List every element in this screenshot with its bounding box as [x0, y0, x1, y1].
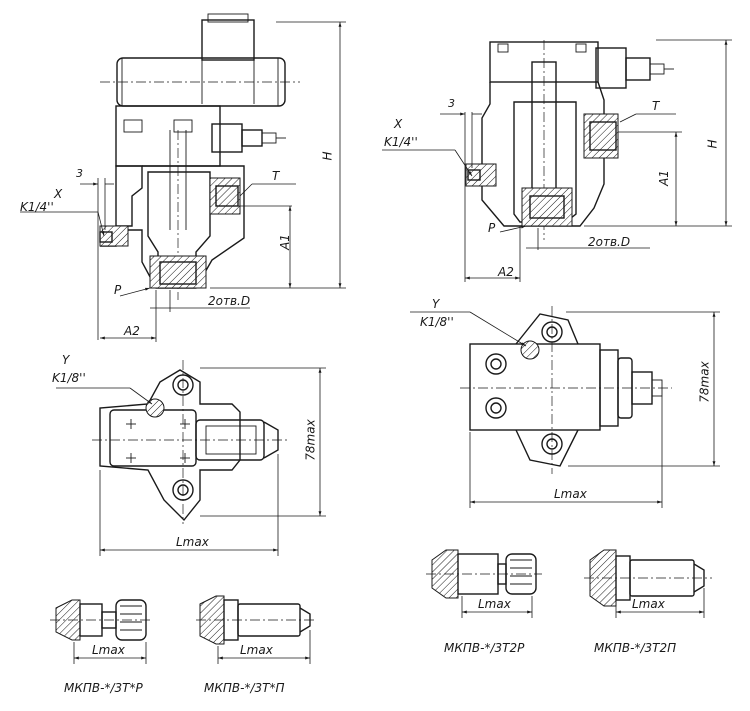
- dimension-a2-label: A2: [498, 265, 514, 279]
- variant-caption: МКПВ-*/3Т*Р: [64, 681, 143, 695]
- variant-plunger-left: [196, 595, 316, 664]
- port-y-label: Y: [432, 297, 440, 311]
- dimension-h-label: H: [705, 139, 720, 149]
- elevation-view-right: [382, 39, 732, 282]
- dimension-a1-label: A1: [656, 170, 671, 186]
- port-y-thread-label: K1/8'': [52, 371, 86, 385]
- port-x-label: X: [54, 187, 63, 201]
- port-t-label: T: [272, 169, 280, 183]
- dimension-3-label: 3: [448, 97, 455, 110]
- variant-knob-right: [426, 549, 542, 618]
- holes-label: 2отв.D: [588, 235, 631, 249]
- port-p-label: P: [114, 283, 122, 297]
- variant-caption: МКПВ-*/3Т*П: [204, 681, 285, 695]
- plan-view-right: [410, 306, 720, 508]
- port-x-label: X: [394, 117, 403, 131]
- variant-caption: МКПВ-*/3Т2Р: [444, 641, 525, 655]
- variant-lmax-label: Lmax: [632, 597, 665, 611]
- dimension-78max-label: 78max: [697, 361, 712, 403]
- port-x-thread-label: K1/4'': [384, 135, 418, 149]
- holes-label: 2отв.D: [208, 294, 251, 308]
- variant-knob-left: [50, 599, 152, 664]
- dimension-h-label: H: [320, 151, 335, 161]
- dimension-3-label: 3: [76, 167, 83, 180]
- plan-view-left: [56, 360, 326, 556]
- dimension-lmax-label: Lmax: [176, 535, 209, 549]
- port-x-thread-label: K1/4'': [20, 200, 54, 214]
- variant-plunger-right: [584, 549, 712, 618]
- variant-lmax-label: Lmax: [92, 643, 125, 657]
- dimension-a1-label: A1: [277, 234, 292, 250]
- dimension-a2-label: A2: [124, 324, 140, 338]
- elevation-view-left: [20, 13, 346, 342]
- variant-lmax-label: Lmax: [240, 643, 273, 657]
- variant-lmax-label: Lmax: [478, 597, 511, 611]
- dimension-78max-label: 78max: [303, 419, 318, 461]
- port-p-label: P: [488, 221, 496, 235]
- port-y-label: Y: [62, 353, 70, 367]
- variant-caption: МКПВ-*/3Т2П: [594, 641, 677, 655]
- port-y-thread-label: K1/8'': [420, 315, 454, 329]
- dimension-lmax-label: Lmax: [554, 487, 587, 501]
- port-t-label: T: [652, 99, 660, 113]
